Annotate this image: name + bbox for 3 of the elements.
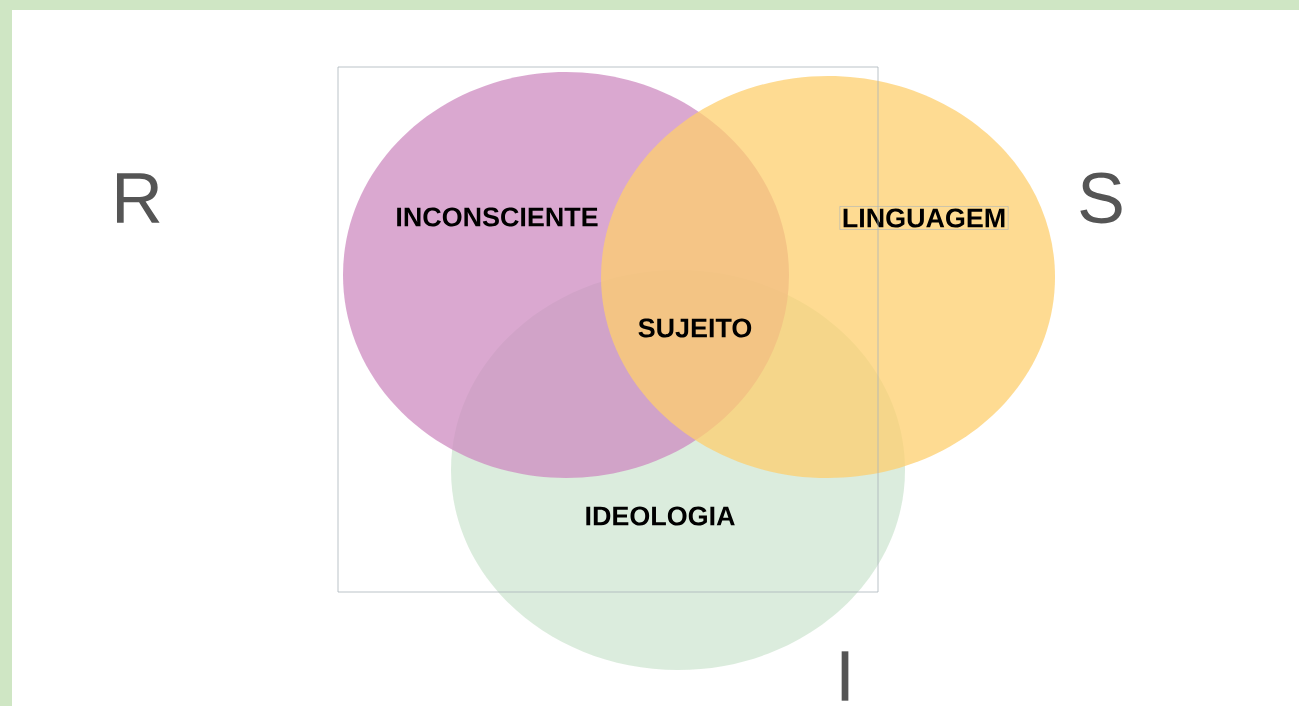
letter: S xyxy=(1080,172,1122,224)
region-label: SUJEITO xyxy=(638,318,752,338)
letter: R xyxy=(117,173,160,223)
